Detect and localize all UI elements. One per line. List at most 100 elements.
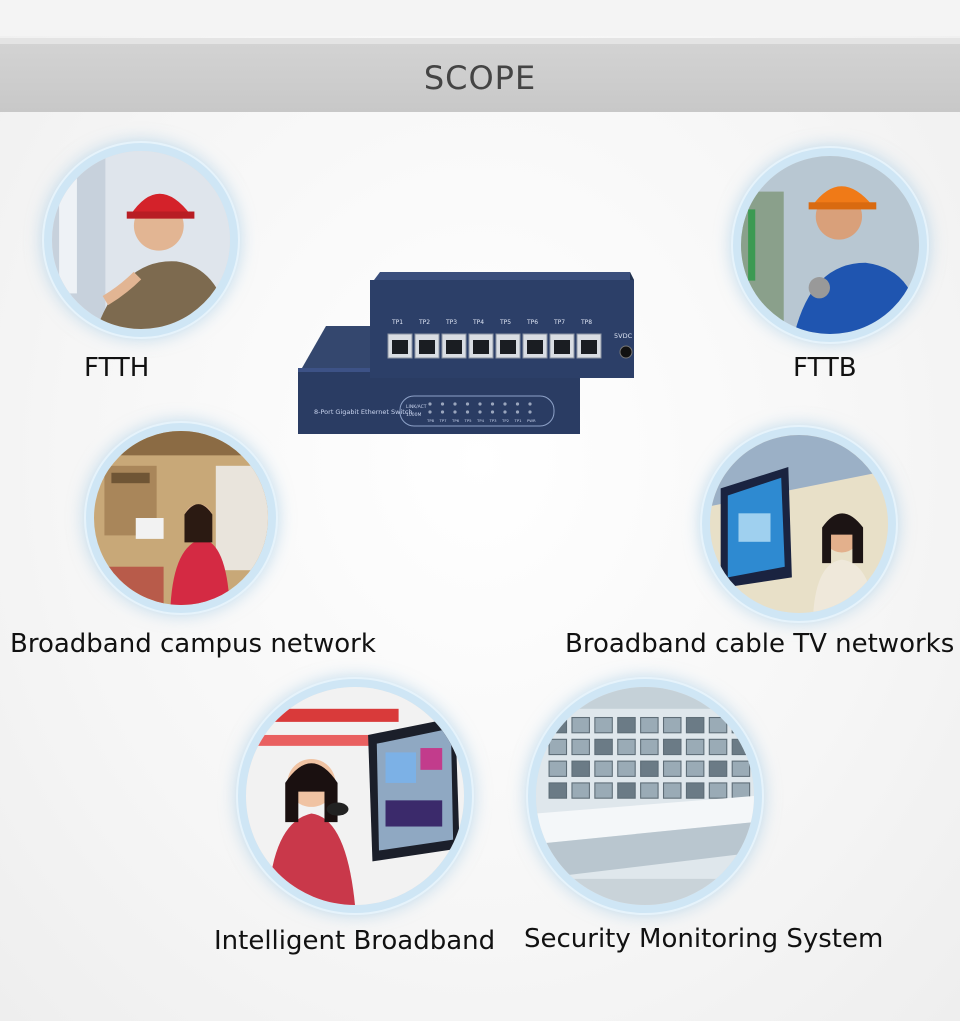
port-label: TP7 <box>553 319 565 326</box>
scope-label-ftth: FTTH <box>84 353 150 383</box>
led-indicator <box>503 410 507 414</box>
led-port-label: TP5 <box>464 418 473 423</box>
monitor-screen <box>731 760 751 777</box>
led-indicator <box>453 402 457 406</box>
rj45-socket <box>419 340 435 354</box>
monitor-screen <box>571 738 590 756</box>
scope-image-campus <box>86 423 276 613</box>
monitor-screen <box>548 716 568 734</box>
monitor-screen <box>731 782 751 799</box>
worker-helmet-icon <box>741 156 919 334</box>
switch-front-label: 8-Port Gigabit Ethernet Switch <box>314 408 413 416</box>
power-jack-icon <box>619 345 633 359</box>
monitor-screen <box>662 782 682 799</box>
led-indicator <box>490 410 495 414</box>
section-title: SCOPE <box>423 59 537 97</box>
monitor-wall <box>548 716 751 799</box>
monitor-screen <box>548 760 568 777</box>
scope-image-security <box>528 679 762 913</box>
top-strip <box>0 0 960 36</box>
monitor-screen <box>640 760 659 777</box>
monitor-screen <box>617 716 636 734</box>
smart-tv-icon <box>246 687 464 905</box>
led-port-label: TP3 <box>489 418 498 423</box>
led-port-label: TP8 <box>426 418 435 423</box>
led-port-label: TP6 <box>451 418 460 423</box>
port-label: TP5 <box>499 319 511 326</box>
port-label: TP1 <box>391 319 403 326</box>
led-indicator <box>428 402 432 406</box>
scope-label-cable-tv: Broadband cable TV networks <box>565 629 955 659</box>
led-port-label: TP7 <box>439 418 448 423</box>
led-port-label: PWR <box>527 418 536 423</box>
scope-label-intelligent: Intelligent Broadband <box>214 926 496 956</box>
led-port-label: TP1 <box>514 418 523 423</box>
scope-label-campus: Broadband campus network <box>10 629 376 659</box>
scope-image-intelligent <box>238 679 472 913</box>
control-room-icon <box>536 687 754 905</box>
monitor-screen <box>548 782 568 799</box>
monitor-screen <box>571 716 590 734</box>
rj45-socket <box>473 340 489 354</box>
led-indicator <box>465 402 470 406</box>
scope-image-cable-tv <box>702 427 896 621</box>
monitor-screen <box>640 782 659 799</box>
monitor-screen <box>594 716 613 734</box>
monitor-screen <box>685 760 705 777</box>
section-banner: SCOPE <box>0 38 960 112</box>
power-label: 5VDC <box>614 332 633 340</box>
rj45-socket <box>554 340 570 354</box>
led-indicator <box>515 410 520 414</box>
monitor-screen <box>662 738 682 756</box>
scope-label-security: Security Monitoring System <box>524 924 884 954</box>
led-indicator <box>440 410 445 414</box>
led-indicator <box>503 402 507 406</box>
monitor-screen <box>708 760 728 777</box>
led-label-speed: 1000M <box>406 412 421 418</box>
monitor-screen <box>731 716 751 734</box>
monitor-screen <box>640 738 659 756</box>
monitor-screen <box>662 760 682 777</box>
monitor-screen <box>571 782 590 799</box>
led-indicator <box>490 402 495 406</box>
monitor-screen <box>617 738 636 756</box>
led-indicator <box>428 410 432 414</box>
rj45-socket <box>446 340 462 354</box>
led-indicator <box>465 410 470 414</box>
led-indicator <box>478 402 482 406</box>
monitor-screen <box>708 738 728 756</box>
rj45-socket <box>392 340 408 354</box>
worker-helmet-icon <box>52 151 230 329</box>
tv-screen-icon <box>710 435 888 613</box>
port-label: TP8 <box>580 319 592 326</box>
rj45-socket <box>581 340 597 354</box>
monitor-screen <box>594 738 613 756</box>
led-indicator <box>478 410 482 414</box>
led-port-label: TP4 <box>476 418 485 423</box>
port-label: TP3 <box>445 319 457 326</box>
port-label: TP4 <box>472 319 484 326</box>
port-label: TP2 <box>418 319 430 326</box>
monitor-screen <box>708 716 728 734</box>
ethernet-switch-image: 8-Port Gigabit Ethernet Switch LINK/ACT … <box>298 272 634 434</box>
led-indicator <box>440 402 445 406</box>
monitor-screen <box>662 716 682 734</box>
monitor-screen <box>708 782 728 799</box>
monitor-screen <box>685 782 705 799</box>
office-computer-icon <box>94 431 268 605</box>
monitor-screen <box>685 716 705 734</box>
monitor-screen <box>640 716 659 734</box>
monitor-screen <box>685 738 705 756</box>
rj45-socket <box>527 340 543 354</box>
monitor-screen <box>617 760 636 777</box>
led-indicator <box>453 410 457 414</box>
rj45-socket <box>500 340 516 354</box>
monitor-screen <box>594 782 613 799</box>
scope-image-ftth <box>44 143 238 337</box>
scope-label-fttb: FTTB <box>793 353 857 383</box>
led-indicator <box>528 402 532 406</box>
monitor-screen <box>548 738 568 756</box>
led-indicator <box>528 410 532 414</box>
led-indicator <box>515 402 520 406</box>
